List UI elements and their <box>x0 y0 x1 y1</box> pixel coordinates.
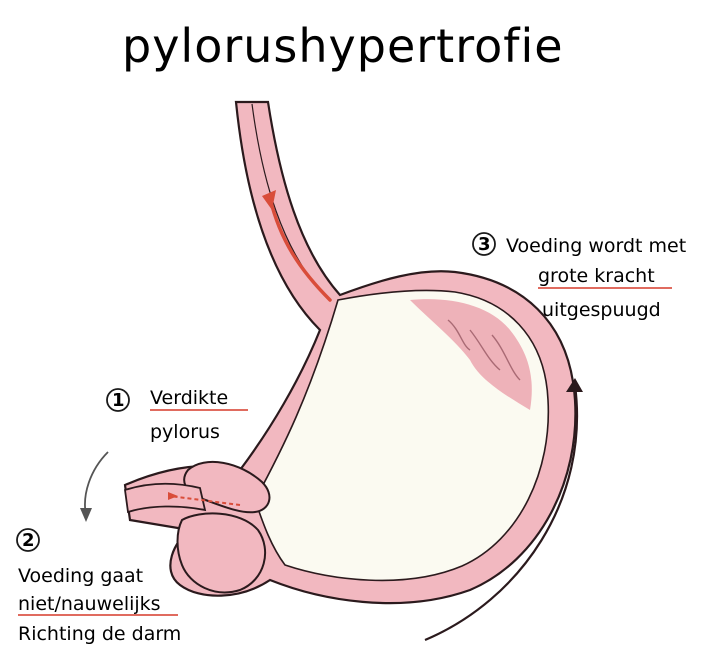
annotation-2-number: 2 <box>22 530 35 551</box>
annotation-3-line-2: grote kracht <box>538 265 655 287</box>
annotation-2-line-1: Voeding gaat <box>18 565 143 587</box>
diagram-title: pylorushypertrofie <box>122 19 564 73</box>
annotation-2-line-2: niet/nauwelijks <box>18 593 161 615</box>
annotation-2-line-3: Richting de darm <box>18 623 181 645</box>
annotation-2: 2 Voeding gaat niet/nauwelijks Richting … <box>17 529 181 645</box>
annotation-1-line-2: pylorus <box>150 421 220 443</box>
annotation-1-number: 1 <box>112 390 125 411</box>
direction-arrow-left-head <box>80 508 92 522</box>
annotation-3-line-1: Voeding wordt met <box>506 235 686 257</box>
direction-arrow-left <box>85 452 108 515</box>
annotation-1-line-1: Verdikte <box>150 387 228 409</box>
annotation-1: 1 Verdikte pylorus <box>107 387 248 443</box>
annotation-3-line-3: uitgespuugd <box>542 299 661 321</box>
annotation-3-number: 3 <box>478 234 491 255</box>
